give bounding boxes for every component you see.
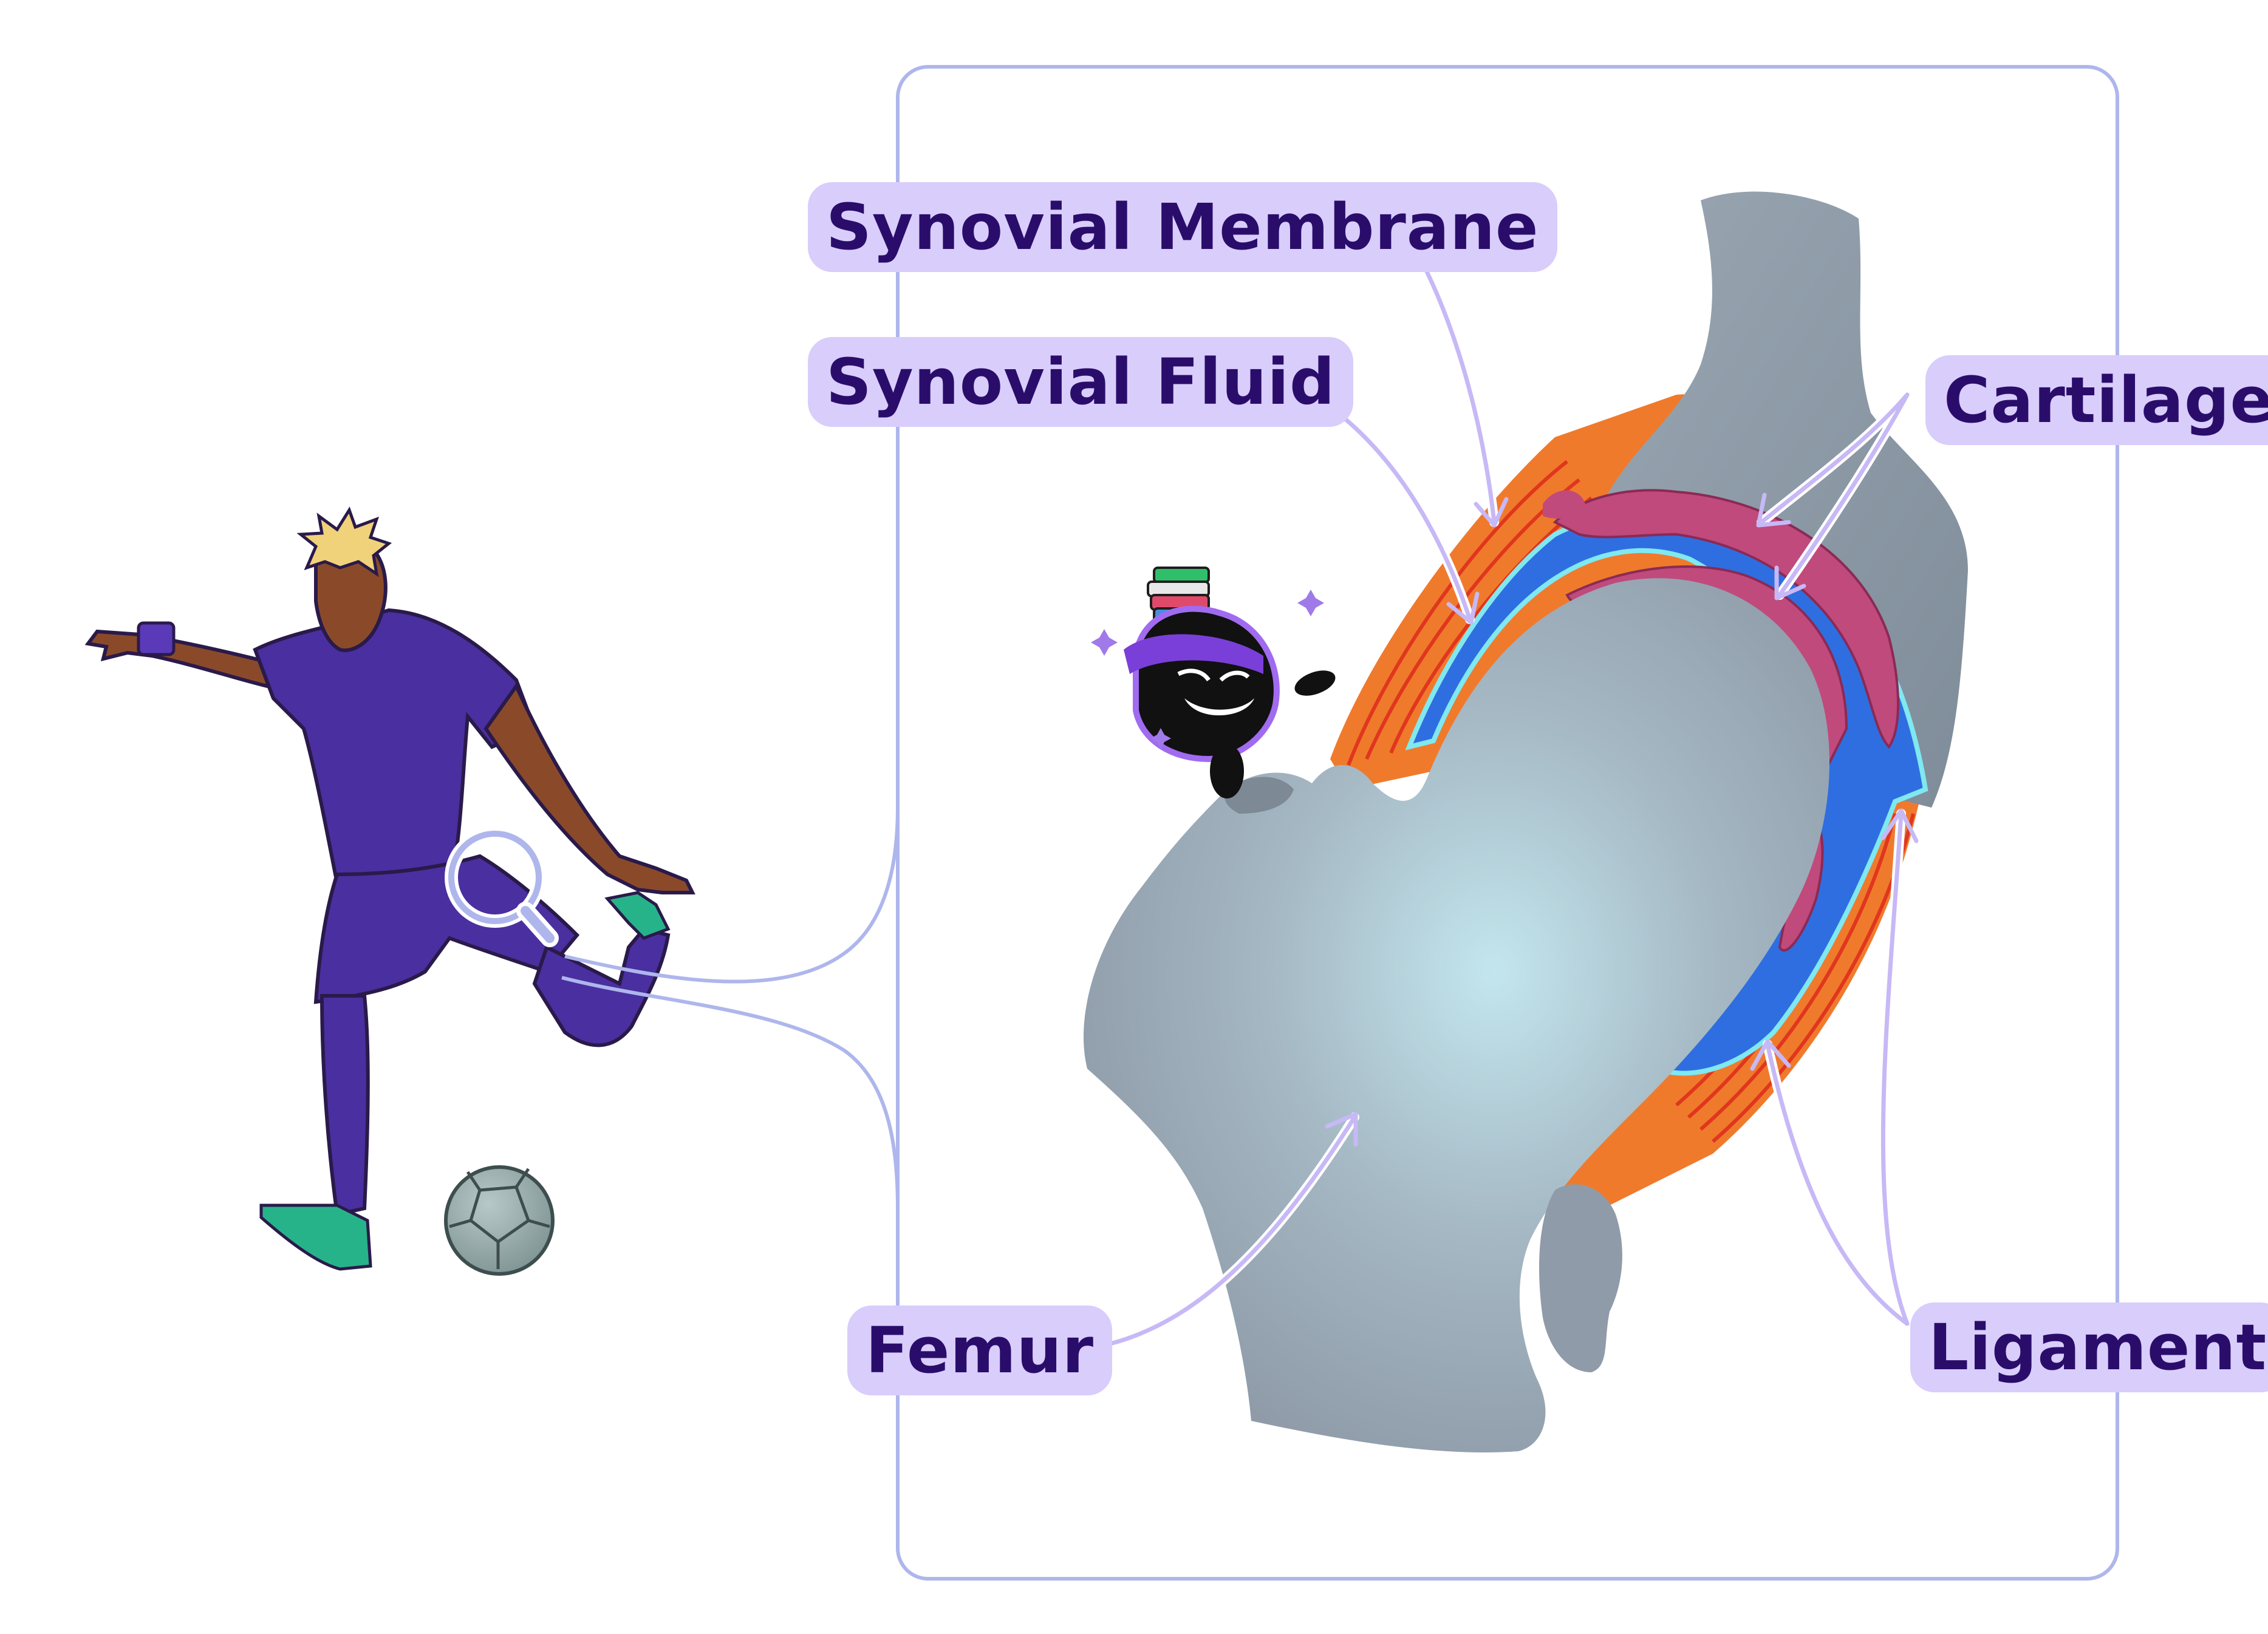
label-ligament: Ligament — [1910, 1302, 2268, 1392]
player-jersey — [255, 610, 535, 899]
soccer-ball — [446, 1167, 553, 1274]
player-left-arm — [88, 631, 267, 686]
player-right-arm — [486, 686, 692, 893]
label-cartilage: Cartilage — [1925, 355, 2268, 445]
arrow-synovial-membrane — [1415, 249, 1494, 522]
label-femur: Femur — [847, 1305, 1112, 1395]
soccer-player — [88, 510, 692, 1269]
player-hair — [301, 510, 389, 574]
label-synovial-fluid: Synovial Fluid — [808, 337, 1353, 427]
player-wristband — [138, 623, 174, 655]
player-standing-leg — [322, 996, 368, 1214]
label-synovial-membrane: Synovial Membrane — [808, 182, 1557, 272]
femur-condyle — [1539, 1184, 1622, 1372]
player-kicking-boot — [607, 893, 668, 938]
connector-upper — [565, 808, 898, 982]
player-standing-boot — [261, 1205, 371, 1269]
